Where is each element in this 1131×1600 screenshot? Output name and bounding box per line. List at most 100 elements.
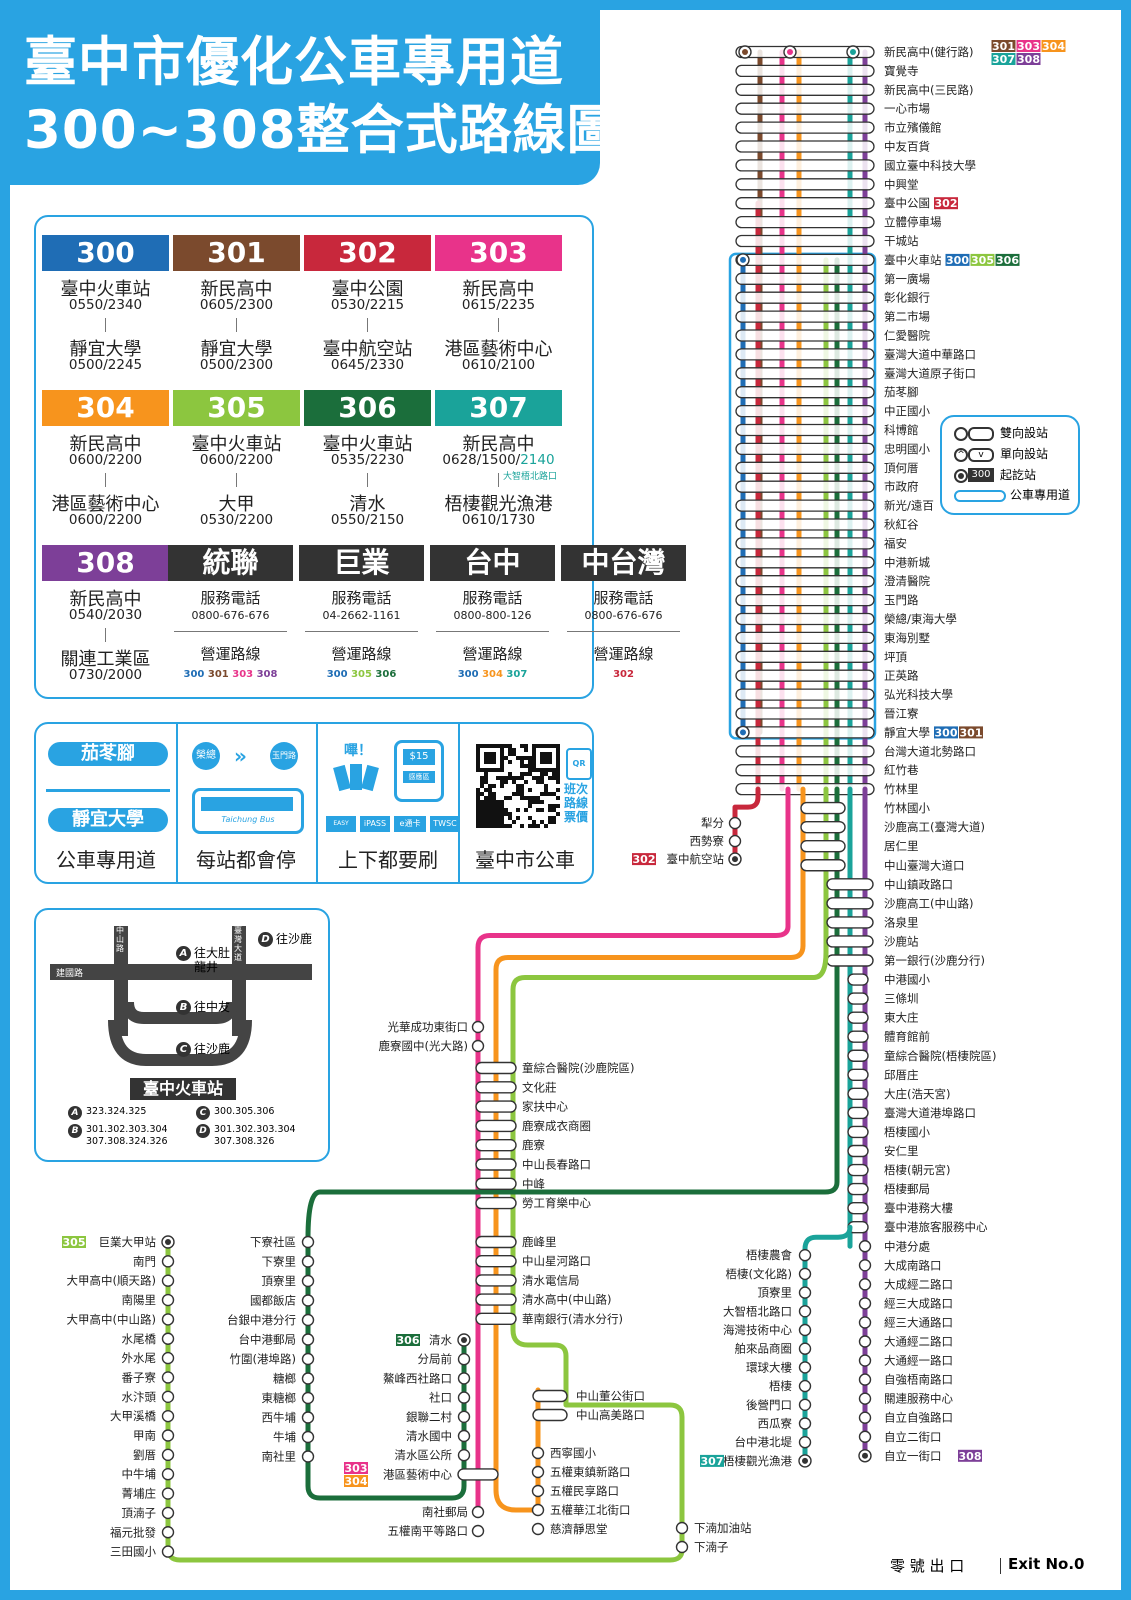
east-station-label: 大通經二路口 — [884, 1335, 953, 1349]
trunk-station-marker — [735, 612, 875, 626]
direction-B-text: 往中友 — [194, 1000, 231, 1014]
qr-module — [552, 776, 556, 780]
route-badge-text: 306 — [397, 1334, 420, 1347]
stop-a: 榮總 — [192, 742, 220, 770]
route-badge-text: 307 — [701, 1455, 724, 1468]
qr-module — [508, 752, 512, 756]
east-station-label: 中港國小 — [884, 973, 930, 987]
origin-dot — [732, 856, 738, 863]
operator-phone[interactable]: 0800-676-676 — [191, 609, 270, 622]
route-number-304[interactable]: 304 — [42, 390, 169, 426]
route-number-301[interactable]: 301 — [173, 235, 300, 271]
r305-marker — [161, 1409, 175, 1423]
operator-phone[interactable]: 04-2662-1161 — [322, 609, 401, 622]
end305-marker — [675, 1540, 689, 1554]
trunk-station-marker — [735, 688, 875, 701]
qr-module — [520, 792, 524, 796]
qr-module — [480, 808, 484, 812]
trunk-station-label: 東海別墅 — [884, 631, 930, 645]
qr-module — [520, 756, 524, 760]
qr-module — [484, 760, 488, 764]
qingshui-label: 清水國中 — [406, 1429, 452, 1443]
qr-module — [512, 752, 516, 756]
operator-phone[interactable]: 0800-676-676 — [584, 609, 663, 622]
operator-route-303: 303 — [232, 669, 257, 680]
route-from: 臺中火車站 — [191, 434, 282, 455]
qr-module — [500, 776, 504, 780]
qingshui-label: 銀聯二村 — [406, 1410, 452, 1424]
route-from: 新民高中 — [69, 589, 142, 610]
route-badge-301 — [959, 726, 983, 739]
qr-module — [500, 768, 504, 772]
r305-label: 大甲溪橋 — [110, 1409, 156, 1423]
east-station-marker — [858, 1240, 872, 1253]
route-badge-text: 306 — [996, 254, 1019, 267]
qr-module — [520, 796, 524, 800]
qr-module — [528, 824, 532, 828]
operator-phone[interactable]: 0800-800-126 — [453, 609, 532, 622]
qr-module — [536, 780, 540, 784]
r305-label: 外水尾 — [122, 1351, 157, 1365]
east-station-label: 梧棲郵局 — [884, 1182, 930, 1196]
qr-module — [476, 824, 480, 828]
route-divider — [366, 473, 368, 487]
qr-module — [520, 764, 524, 768]
trunk-station-label: 臺灣大道原子街口 — [884, 366, 976, 380]
qr-module — [556, 752, 560, 756]
lane-caption: 公車專用道 — [56, 848, 156, 872]
east-station-marker — [847, 1049, 869, 1062]
route-group-B-icon: B — [68, 1124, 82, 1138]
qr-code[interactable] — [476, 744, 560, 828]
qr-module — [548, 792, 552, 796]
qr-module — [476, 760, 480, 764]
r307-label: 海灣技術中心 — [723, 1323, 792, 1337]
route-to: 臺中航空站 — [322, 339, 413, 360]
route-number-307[interactable]: 307 — [435, 390, 562, 426]
route-badge-text: 302 — [935, 197, 958, 210]
route-to: 靜宜大學 — [69, 339, 142, 360]
route-badge-text: 303 — [345, 1462, 368, 1475]
qr-module — [552, 804, 556, 808]
east-station-marker — [800, 840, 846, 853]
r307-label: 環球大樓 — [746, 1360, 792, 1374]
qr-module — [540, 744, 544, 748]
qr-module — [508, 812, 512, 816]
r305-label: 福元批發 — [110, 1525, 156, 1539]
center-marker — [475, 1081, 517, 1094]
center-label: 中峰 — [522, 1177, 545, 1191]
qr-module — [548, 752, 552, 756]
east-station-marker — [847, 1106, 869, 1120]
trunk-station-label: 頂何厝 — [884, 461, 919, 475]
right304-label: 五權華江北街口 — [550, 1503, 631, 1517]
r305-label: 番子寮 — [122, 1370, 157, 1384]
station-marker — [728, 816, 742, 830]
qr-module — [528, 768, 532, 772]
qr-module — [552, 772, 556, 776]
route-badge-305 — [970, 253, 995, 266]
qr-module — [500, 800, 504, 804]
r305-label: 水尾橋 — [122, 1332, 157, 1346]
r306-marker — [301, 1294, 315, 1307]
route-number-303[interactable]: 303 — [435, 235, 562, 271]
qr-module — [536, 800, 540, 804]
qr-module — [500, 780, 504, 784]
qr-module — [492, 824, 496, 828]
qr-module — [508, 824, 512, 828]
route-number-300[interactable]: 300 — [42, 235, 169, 271]
trunk-station-marker — [735, 707, 875, 720]
route-number-305[interactable]: 305 — [173, 390, 300, 426]
route-number-306[interactable]: 306 — [304, 390, 431, 426]
south-marker — [471, 1524, 485, 1538]
qingshui-label: 分局前 — [418, 1352, 453, 1366]
trunk-station-label: 科博館 — [884, 423, 919, 437]
route-number-308[interactable]: 308 — [42, 545, 169, 581]
qr-module — [484, 772, 488, 776]
mid304-label: 中山高美路口 — [576, 1408, 645, 1422]
mid304-marker — [532, 1389, 568, 1403]
trunk-station-label: 坪頂 — [884, 650, 907, 664]
center-marker — [475, 1177, 517, 1191]
r307-marker — [798, 1417, 812, 1430]
route-number-302[interactable]: 302 — [304, 235, 431, 271]
qr-module — [556, 776, 560, 780]
route-to: 靜宜大學 — [200, 339, 273, 360]
